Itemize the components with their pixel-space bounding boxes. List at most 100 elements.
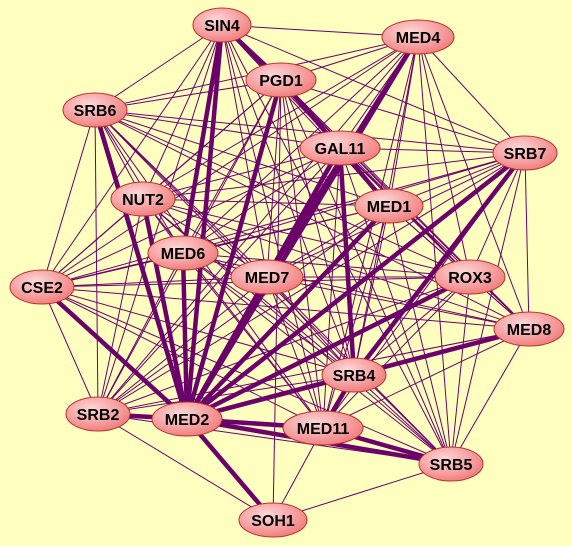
node-label: MED7 [245, 270, 290, 287]
node-label: CSE2 [21, 280, 63, 297]
edge-med7-srb4 [266, 276, 355, 376]
edge-srb4-srb2 [97, 374, 355, 415]
node-ellipse [147, 235, 219, 271]
edge-srb2-soh1 [97, 413, 274, 521]
edge-srb5-soh1 [272, 463, 452, 521]
node-label: NUT2 [122, 192, 164, 209]
edge-med8-srb2 [97, 328, 530, 415]
edge-med6-srb2 [97, 252, 184, 415]
node-label: MED11 [297, 421, 350, 438]
edge-srb6-med2-thick [92, 107, 190, 422]
edge-cse2-srb5 [41, 286, 452, 465]
edge-cse2-srb2 [41, 286, 99, 415]
node-med2[interactable]: MED2 [151, 401, 223, 437]
edge-med7-srb2 [97, 276, 268, 415]
edge-med2-soh1-thick [184, 416, 276, 523]
edge-pgd1-soh1 [272, 79, 282, 521]
node-label: SRB6 [74, 103, 117, 120]
node-ellipse [151, 401, 223, 437]
node-med8[interactable]: MED8 [493, 311, 565, 347]
node-sin4[interactable]: SIN4 [192, 7, 252, 43]
node-label: MED1 [367, 199, 412, 216]
node-ellipse [434, 259, 506, 295]
edge-rox3-srb5 [450, 276, 471, 465]
node-ellipse [230, 259, 304, 295]
node-srb4[interactable]: SRB4 [321, 357, 387, 393]
node-label: SRB5 [430, 457, 473, 474]
node-med1[interactable]: MED1 [354, 188, 424, 224]
node-rox3[interactable]: ROX3 [434, 259, 506, 295]
edge-gal11-med8 [339, 147, 530, 330]
node-srb7[interactable]: SRB7 [492, 135, 558, 171]
edge-srb6-srb7 [94, 109, 526, 154]
node-med11[interactable]: MED11 [282, 410, 364, 446]
edge-med8-srb5 [450, 328, 530, 465]
edge-cse2-med11 [41, 286, 324, 429]
edge-med2-srb7-thick [184, 150, 528, 422]
edge-pgd1-srb4 [280, 79, 355, 376]
edge-med7-cse2 [41, 276, 268, 288]
edge-gal11-med6 [182, 147, 341, 254]
edge-srb7-cse2 [41, 152, 526, 288]
edge-sin4-cse2 [41, 24, 223, 288]
edge-med1-med11 [322, 205, 390, 429]
edge-med2-cse2-thick [39, 284, 190, 422]
edge-sin4-med6-thick [180, 22, 225, 256]
node-ellipse [418, 446, 484, 482]
edge-nut2-srb2 [97, 198, 144, 415]
edge-med4-srb5 [417, 36, 452, 465]
edge-rox3-med11 [322, 276, 471, 429]
node-nut2[interactable]: NUT2 [110, 181, 176, 217]
node-gal11[interactable]: GAL11 [299, 130, 381, 166]
edge-med8-med11 [322, 328, 530, 429]
node-ellipse [492, 135, 558, 171]
node-med6[interactable]: MED6 [147, 235, 219, 271]
node-pgd1[interactable]: PGD1 [245, 62, 317, 98]
node-srb5[interactable]: SRB5 [418, 446, 484, 482]
node-label: SRB7 [504, 146, 547, 163]
edge-srb6-srb4 [94, 109, 355, 376]
edge-med4-srb2 [97, 36, 419, 415]
node-ellipse [62, 92, 128, 128]
edge-med1-srb4 [353, 205, 390, 376]
node-ellipse [238, 502, 308, 538]
node-srb2[interactable]: SRB2 [65, 396, 131, 432]
edge-med6-srb5 [182, 252, 452, 465]
edge-med2-nut2-thick [140, 196, 190, 422]
edge-med2-med1-thick [184, 203, 392, 422]
node-srb6[interactable]: SRB6 [62, 92, 128, 128]
node-label: PGD1 [259, 73, 303, 90]
edge-srb7-rox3 [469, 152, 526, 278]
edge-gal11-srb4-thick [337, 145, 357, 378]
edge-sin4-med7 [221, 24, 268, 278]
edge-sin4-srb2 [97, 24, 223, 415]
node-ellipse [493, 311, 565, 347]
node-ellipse [9, 269, 75, 305]
node-ellipse [354, 188, 424, 224]
edge-med2-rox3-thick [184, 274, 473, 422]
node-ellipse [245, 62, 317, 98]
node-label: SOH1 [251, 513, 295, 530]
node-ellipse [65, 396, 131, 432]
node-label: MED6 [161, 246, 206, 263]
node-ellipse [381, 19, 455, 55]
node-soh1[interactable]: SOH1 [238, 502, 308, 538]
node-ellipse [192, 7, 252, 43]
edge-srb6-med11 [94, 109, 324, 429]
edge-med6-srb4 [182, 252, 355, 376]
node-med4[interactable]: MED4 [381, 19, 455, 55]
node-cse2[interactable]: CSE2 [9, 269, 75, 305]
edge-nut2-med1 [142, 198, 390, 207]
edge-med2-med7-thick [184, 274, 270, 422]
node-med7[interactable]: MED7 [230, 259, 304, 295]
edge-srb6-med1 [94, 109, 390, 207]
node-ellipse [299, 130, 381, 166]
edge-srb6-gal11 [94, 109, 341, 149]
node-ellipse [110, 181, 176, 217]
edge-srb7-med6 [182, 152, 526, 254]
edge-med1-srb5 [388, 205, 452, 465]
node-ellipse [321, 357, 387, 393]
edge-med7-med11 [266, 276, 324, 429]
